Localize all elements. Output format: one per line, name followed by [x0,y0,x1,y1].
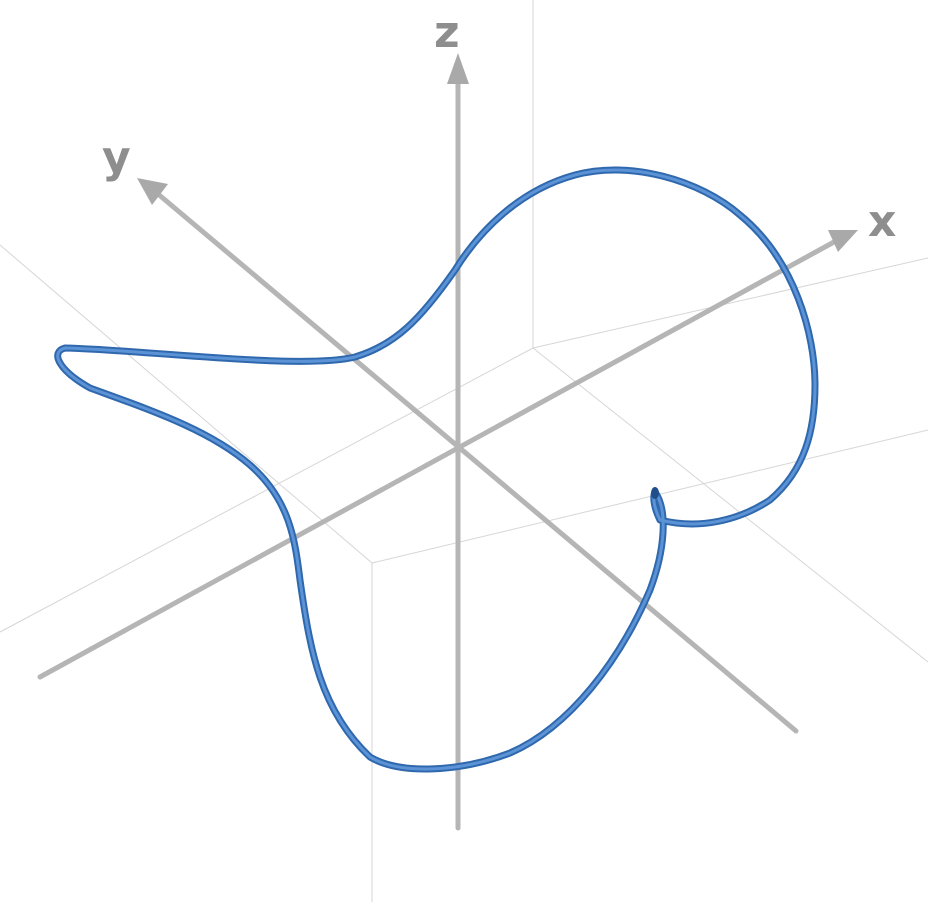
space-curve [54,166,819,773]
guide-line [0,244,373,564]
axis-arrowheads [137,53,858,252]
y-axis-arrowhead [137,178,168,205]
z-axis-label: z [434,7,460,58]
curve-end-cap [651,487,659,499]
guide-line [532,347,928,663]
guide-line [0,347,534,633]
curve-highlight [56,168,817,771]
z-axis-arrowhead [447,53,469,84]
axis-labels: x y z [102,7,896,247]
axes [37,77,837,831]
y-axis-label: y [102,132,131,183]
x-axis-arrowhead [828,230,858,252]
x-axis [37,239,837,680]
guide-line [371,429,928,564]
x-axis-label: x [868,196,896,247]
curve-tube [54,166,819,773]
guide-line [532,257,928,349]
y-axis [155,191,799,734]
